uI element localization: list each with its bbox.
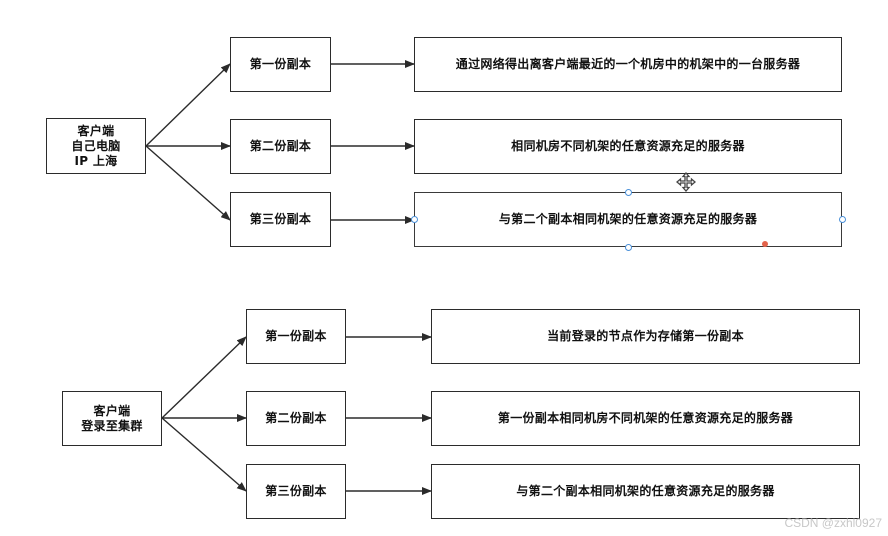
replica-box-group2-2[interactable]: 第二份副本 (246, 391, 346, 446)
move-cursor-icon (676, 172, 696, 192)
watermark-text: CSDN @zxhl0927 (784, 516, 882, 530)
client-box-group1[interactable]: 客户端 自己电脑 IP 上海 (46, 118, 146, 174)
arrow-client1-to-replica1 (145, 63, 231, 147)
resize-handle-right[interactable] (838, 216, 846, 223)
replica-box-group1-3[interactable]: 第三份副本 (230, 192, 331, 247)
replica-box-group2-3[interactable]: 第三份副本 (246, 464, 346, 519)
replica-box-group1-1[interactable]: 第一份副本 (230, 37, 331, 92)
client-box-group2[interactable]: 客户端 登录至集群 (62, 391, 162, 446)
arrow-client2-to-replica3 (161, 417, 247, 492)
arrow-client1-to-replica3 (145, 145, 231, 221)
resize-handle-left[interactable] (410, 216, 418, 223)
resize-handle-bottom[interactable] (624, 243, 632, 251)
resize-handle-top[interactable] (624, 188, 632, 196)
replica-box-group2-1[interactable]: 第一份副本 (246, 309, 346, 364)
target-box-group1-2[interactable]: 相同机房不同机架的任意资源充足的服务器 (414, 119, 842, 174)
target-box-group2-2[interactable]: 第一份副本相同机房不同机架的任意资源充足的服务器 (431, 391, 860, 446)
arrow-client2-to-replica1 (161, 336, 247, 419)
target-box-group2-3[interactable]: 与第二个副本相同机架的任意资源充足的服务器 (431, 464, 860, 519)
target-box-group2-1[interactable]: 当前登录的节点作为存储第一份副本 (431, 309, 860, 364)
target-box-group1-3-selected[interactable]: 与第二个副本相同机架的任意资源充足的服务器 (414, 192, 842, 247)
target-box-group1-1[interactable]: 通过网络得出离客户端最近的一个机房中的机架中的一台服务器 (414, 37, 842, 92)
replica-box-group1-2[interactable]: 第二份副本 (230, 119, 331, 174)
rotate-handle-dot[interactable] (762, 241, 768, 247)
